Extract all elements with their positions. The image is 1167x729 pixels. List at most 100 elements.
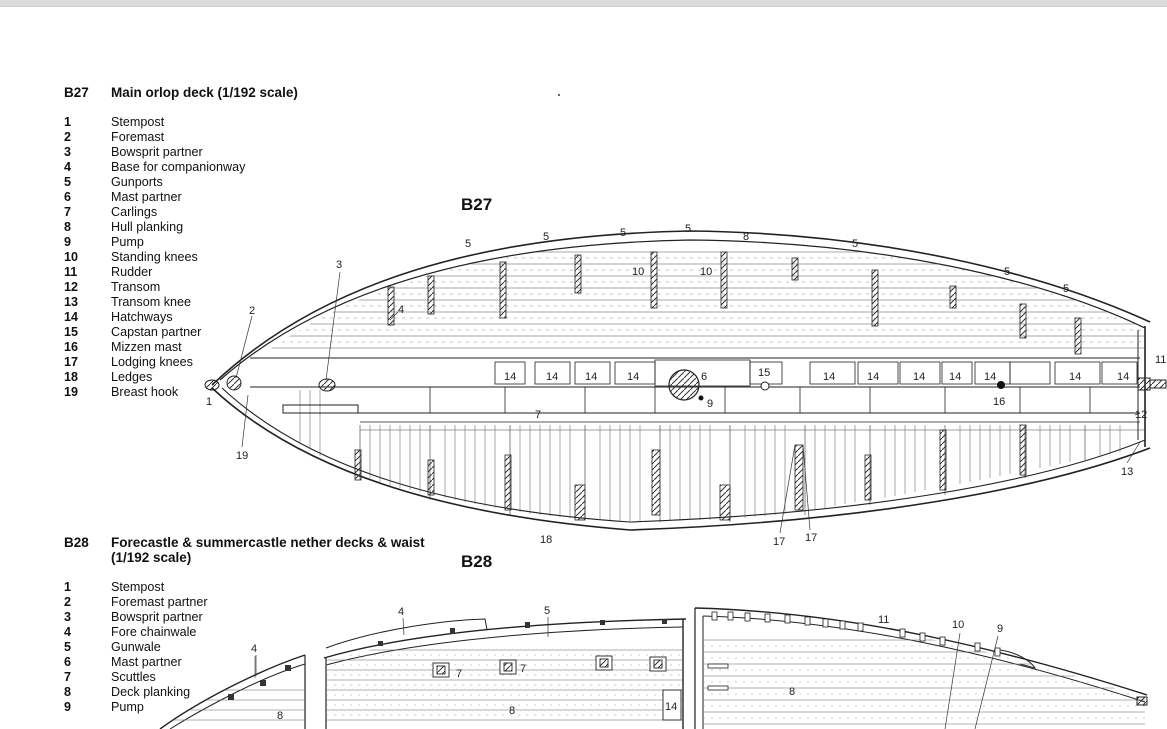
legend-number: 11: [64, 265, 78, 279]
b27-callout: 14: [585, 371, 597, 383]
b27-callout: 14: [546, 371, 558, 383]
b27-callout: 14: [627, 371, 639, 383]
b28-callout: 14: [665, 701, 677, 713]
b27-callout: 5: [1063, 283, 1069, 295]
mast-partner-mark: [668, 369, 700, 401]
b28-forecastle: [159, 654, 306, 729]
b28-callout: 7: [520, 663, 526, 675]
b27-callout: 14: [867, 371, 879, 383]
b28-waist: [323, 618, 687, 729]
b27-callout: 1: [206, 396, 212, 408]
legend-label: Mizzen mast: [111, 340, 182, 354]
pump-mark: [698, 395, 704, 401]
b27-callout: 14: [1069, 371, 1081, 383]
legend-number: 19: [64, 385, 79, 399]
b27-code: B27: [64, 85, 89, 100]
legend-label: Stempost: [111, 580, 165, 594]
legend-number: 3: [64, 610, 72, 624]
legend-number: 10: [64, 250, 79, 264]
b28-title: Forecastle & summercastle nether decks &…: [111, 535, 425, 565]
viewer-top-bar: [0, 0, 1167, 7]
legend-label: Bowsprit partner: [111, 610, 203, 624]
b27-lodging-knees: [354, 424, 1086, 522]
b28-callout: 7: [456, 668, 462, 680]
b28-callout: 8: [789, 686, 795, 698]
legend-number: 6: [64, 655, 72, 669]
b27-standing-knees: [387, 251, 1082, 355]
legend-label: Mast partner: [111, 655, 182, 669]
legend-label: Pump: [111, 700, 144, 714]
b27-ledges: [299, 390, 1121, 521]
rudder-mark: [1149, 379, 1167, 389]
legend-number: 7: [64, 205, 72, 219]
b27-callout: 14: [913, 371, 925, 383]
legend-number: 16: [64, 340, 79, 354]
b27-callout: 16: [993, 396, 1005, 408]
b27-callout: 6: [701, 371, 707, 383]
b28-callout: 8: [509, 705, 515, 717]
legend-number: 1: [64, 115, 72, 129]
b27-callout: 4: [398, 304, 404, 316]
b27-callout: 2: [249, 305, 255, 317]
legend-number: 13: [64, 295, 79, 309]
legend-label: Deck planking: [111, 685, 191, 699]
legend-label: Stempost: [111, 115, 165, 129]
legend-label: Lodging knees: [111, 355, 193, 369]
foremast-mark: [226, 375, 242, 391]
b27-leader-lines: [235, 271, 1141, 534]
legend-label: Rudder: [111, 265, 153, 279]
b28-callout: 10: [952, 619, 964, 631]
b27-callout: 5: [620, 227, 626, 239]
legend-number: 12: [64, 280, 79, 294]
legend-number: 18: [64, 370, 79, 384]
legend-number: 9: [64, 700, 72, 714]
legend-label: Hull planking: [111, 220, 184, 234]
b27-callout: 14: [949, 371, 961, 383]
legend-number: 17: [64, 355, 79, 369]
b27-callout: 17: [773, 536, 785, 548]
legend-label: Capstan partner: [111, 325, 202, 339]
b27-callout: 5: [685, 223, 691, 235]
b27-callout: 3: [336, 259, 342, 271]
legend-number: 14: [64, 310, 79, 324]
b28-code: B28: [64, 535, 89, 550]
b27-callout: 19: [236, 450, 248, 462]
b27-figure-label: B27: [461, 195, 493, 214]
b28-callout: 4: [398, 606, 404, 618]
legend-label: Carlings: [111, 205, 158, 219]
b28-callout: 9: [997, 623, 1003, 635]
legend-number: 15: [64, 325, 79, 339]
b27-callout: 14: [984, 371, 996, 383]
bowsprit-partner-mark: [318, 378, 336, 392]
b27-callout: 5: [543, 231, 549, 243]
legend-number: 3: [64, 145, 72, 159]
legend-number: 7: [64, 670, 72, 684]
transom-mark: [1137, 377, 1151, 391]
legend-number: 5: [64, 640, 72, 654]
legend-label: Bowsprit partner: [111, 145, 203, 159]
b27-callout: 10: [700, 266, 712, 278]
b27-callout: 18: [540, 534, 552, 546]
b27-callout: 17: [805, 532, 817, 544]
stempost-mark: [204, 379, 220, 391]
b28-callouts: 4 4 5 11 10 9 7 7 8 8 8 14: [251, 605, 1003, 722]
b28-callout: 5: [544, 605, 550, 617]
b28-callout: 8: [277, 710, 283, 722]
legend-number: 2: [64, 130, 72, 144]
stray-mark: [558, 94, 560, 96]
b28-leader-lines: [255, 617, 999, 729]
capstan-partner-mark: [760, 381, 770, 391]
b27-title: Main orlop deck (1/192 scale): [111, 85, 298, 100]
legend-label: Gunwale: [111, 640, 161, 654]
legend-label: Fore chainwale: [111, 625, 197, 639]
b27-callout: 13: [1121, 466, 1133, 478]
legend-label: Foremast: [111, 130, 165, 144]
legend-number: 4: [64, 625, 72, 639]
b27-callout: 5: [1004, 266, 1010, 278]
b27-callout: 14: [504, 371, 516, 383]
legend-label: Foremast partner: [111, 595, 208, 609]
b28-figure-label: B28: [461, 552, 493, 571]
legend-number: 4: [64, 160, 72, 174]
b27-callout: 11: [1155, 354, 1166, 366]
b28-callout: 11: [878, 614, 889, 626]
